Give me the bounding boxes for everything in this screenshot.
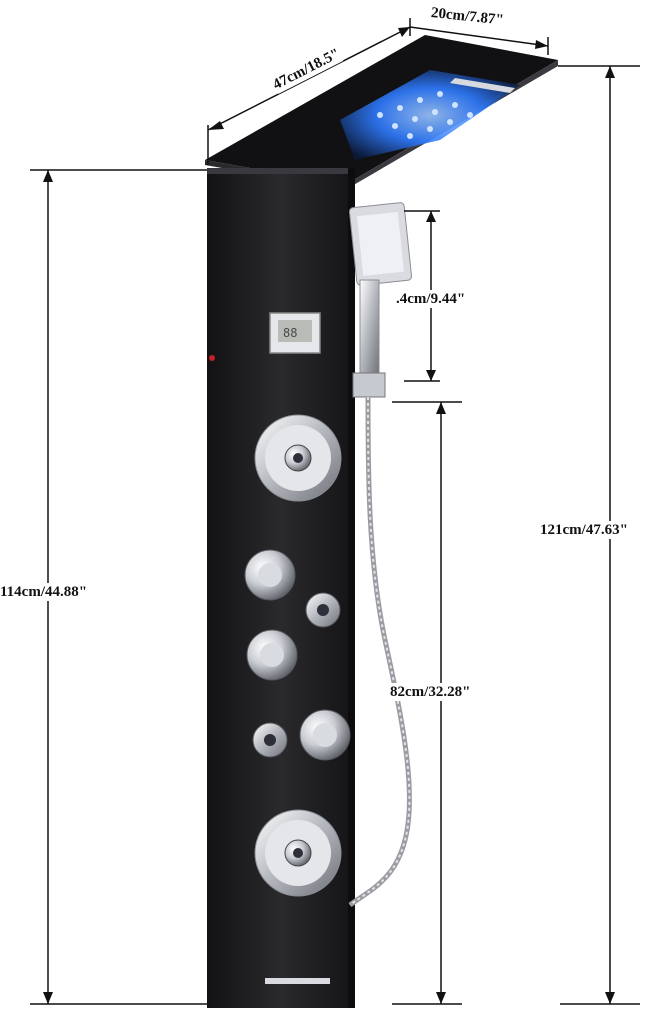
body-jet-right-upper[interactable] xyxy=(305,592,341,628)
rainfall-shower-head-icon xyxy=(205,35,558,190)
dimension-panel-height: 114cm/44.88" xyxy=(0,583,88,601)
dimension-hose-height: 82cm/32.28" xyxy=(390,683,471,701)
diverter-knob-lower[interactable] xyxy=(299,709,351,761)
dimension-hand-shower: .4cm/9.44" xyxy=(396,290,466,308)
dimension-total-height: 121cm/47.63" xyxy=(540,521,628,539)
body-jet-left-lower[interactable] xyxy=(252,722,288,758)
hand-shower-icon[interactable] xyxy=(348,202,413,398)
dimension-lines xyxy=(30,18,640,1005)
indicator-light xyxy=(209,355,215,361)
waterfall-spout xyxy=(265,978,330,984)
massage-jet-lower[interactable] xyxy=(254,809,342,897)
diverter-knob-middle[interactable] xyxy=(246,629,298,681)
dimension-arrows xyxy=(43,27,615,1004)
massage-jet-upper[interactable] xyxy=(254,414,342,502)
thermostatic-knob-top[interactable] xyxy=(244,549,296,601)
temperature-display-icon: 88 xyxy=(269,312,321,354)
shower-hose xyxy=(348,396,412,908)
svg-text:88: 88 xyxy=(283,326,297,340)
